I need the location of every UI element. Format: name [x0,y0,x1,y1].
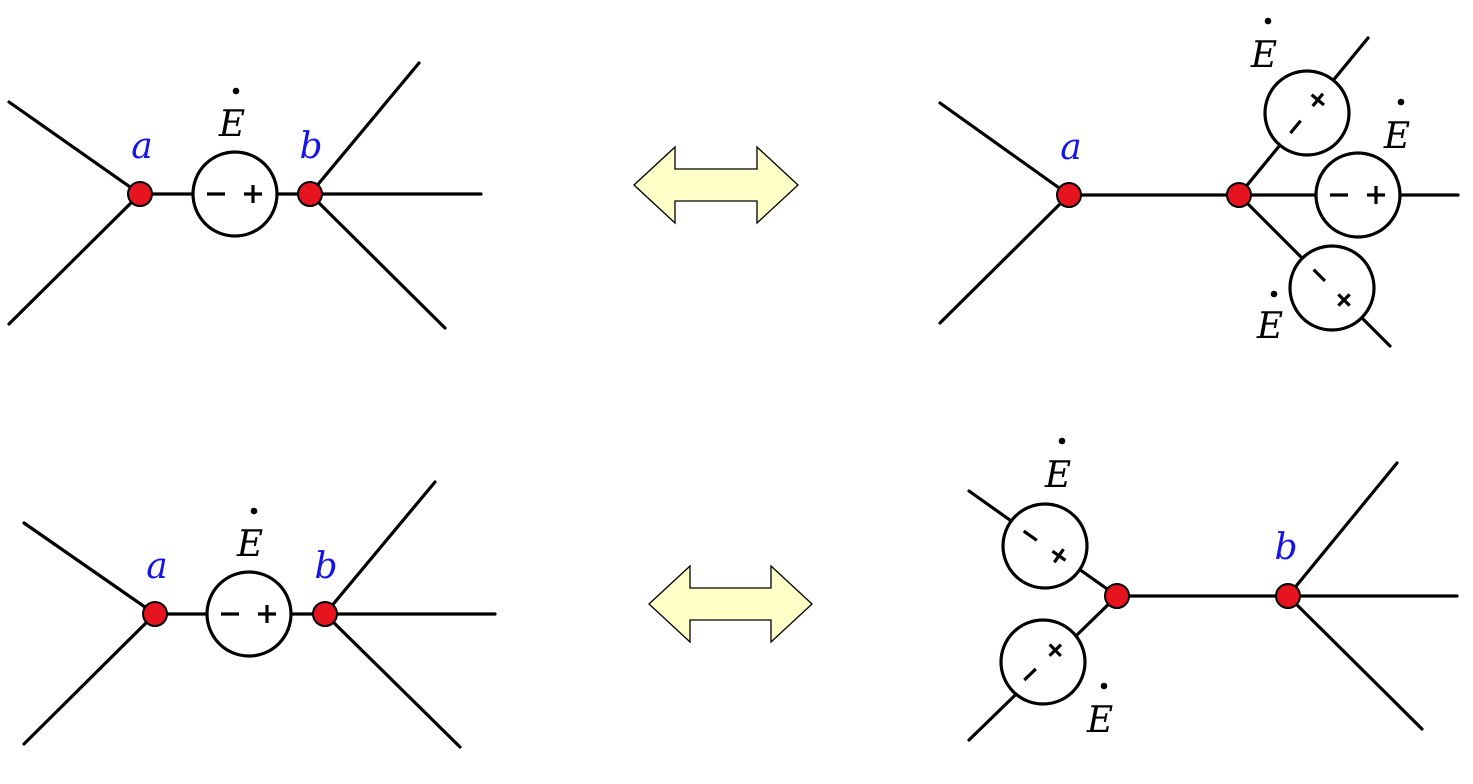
node-a [127,181,153,207]
branch-wire [323,612,462,749]
minus-sign [1022,529,1038,542]
double-arrow-icon [633,145,799,225]
overdot [1397,98,1405,106]
double-arrow-icon [648,564,813,644]
node-a [1056,182,1082,208]
emf-symbol: E [1383,116,1410,157]
branch-wire [22,612,157,746]
node-junction [1104,583,1130,609]
voltage-source-upper [1263,69,1351,157]
branch-wire [938,101,1071,197]
emf-symbol: E [1250,35,1277,76]
node-b [297,181,323,207]
branch-wire [22,521,157,616]
node-label-b: b [299,126,322,167]
emf-symbol: E [1256,306,1283,347]
voltage-source-lower [999,618,1087,706]
emf-label: E [218,87,245,145]
node-b [312,601,338,627]
emf-label-upper: E [1250,17,1277,76]
emf-label-lower: E [1086,682,1113,741]
panel-bottom-right: E E b [967,437,1459,742]
overdot [1058,437,1066,445]
overdot [1270,290,1278,298]
emf-label-upper: E [1044,437,1071,496]
plus-sign [1053,548,1065,564]
node-junction [1226,182,1252,208]
node-label-a: a [1060,127,1081,168]
branch-wire [1286,461,1399,598]
emf-symbol: E [218,104,245,145]
plus-sign [1310,93,1326,107]
node-label-a: a [131,126,152,167]
node-a [142,601,168,627]
plus-sign [1337,293,1351,307]
panel-top-left: E a b [7,61,483,330]
emf-symbol: E [236,524,263,565]
branch-wire [308,61,421,196]
minus-sign [1289,119,1302,135]
branch-wire [308,192,447,330]
panel-bottom-left: E a b [22,480,497,749]
branch-wire [7,100,142,196]
branch-wire [1286,594,1424,731]
panel-top-right: E E E a [938,17,1460,348]
voltage-source-upper [1001,502,1089,590]
emf-label: E [236,507,263,565]
node-label-b: b [314,546,337,587]
voltage-source-middle [1314,151,1402,239]
node-label-b: b [1274,527,1297,568]
emf-label-middle: E [1383,98,1410,157]
overdot [1100,682,1108,690]
branch-wire [7,192,142,326]
minus-sign [1023,667,1037,682]
overdot [250,507,258,515]
node-b [1275,583,1301,609]
emf-symbol: E [1044,455,1071,496]
voltage-source [191,150,279,238]
branch-wire [938,193,1071,325]
node-label-a: a [146,546,167,587]
branch-wire [323,480,437,616]
plus-sign [1048,643,1062,658]
minus-sign [1312,268,1327,283]
voltage-source [205,570,293,658]
emf-symbol: E [1086,700,1113,741]
overdot [1264,17,1272,25]
voltage-source-lower [1288,244,1376,332]
overdot [232,87,240,95]
emf-label-lower: E [1256,290,1283,347]
